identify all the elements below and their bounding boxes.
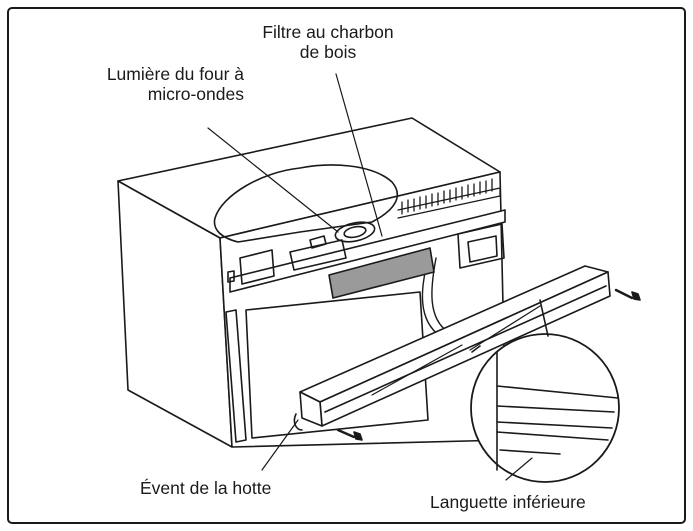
label-bottom-tab: Languette inférieure	[430, 492, 586, 512]
leader-callout-top	[469, 305, 541, 351]
outer-border	[7, 7, 686, 524]
screw-left	[336, 428, 363, 441]
charcoal-filter	[328, 247, 435, 299]
label-hood-vent: Évent de la hotte	[140, 478, 272, 498]
leader-bottom-tab	[505, 457, 533, 481]
magnifier-callout	[470, 299, 620, 483]
leader-oven-light	[207, 127, 339, 233]
vent-grille	[293, 265, 611, 431]
leader-hood-vent	[261, 419, 299, 471]
vent-slots	[397, 178, 501, 219]
screw-right	[614, 288, 641, 301]
label-oven-light: Lumière du four à micro-ondes	[106, 64, 244, 104]
leader-callout-left	[371, 344, 463, 396]
label-charcoal-filter: Filtre au charbon de bois	[262, 22, 394, 62]
leader-lines	[207, 73, 541, 481]
microwave-cabinet	[117, 117, 507, 448]
leader-charcoal-filter	[335, 73, 383, 237]
